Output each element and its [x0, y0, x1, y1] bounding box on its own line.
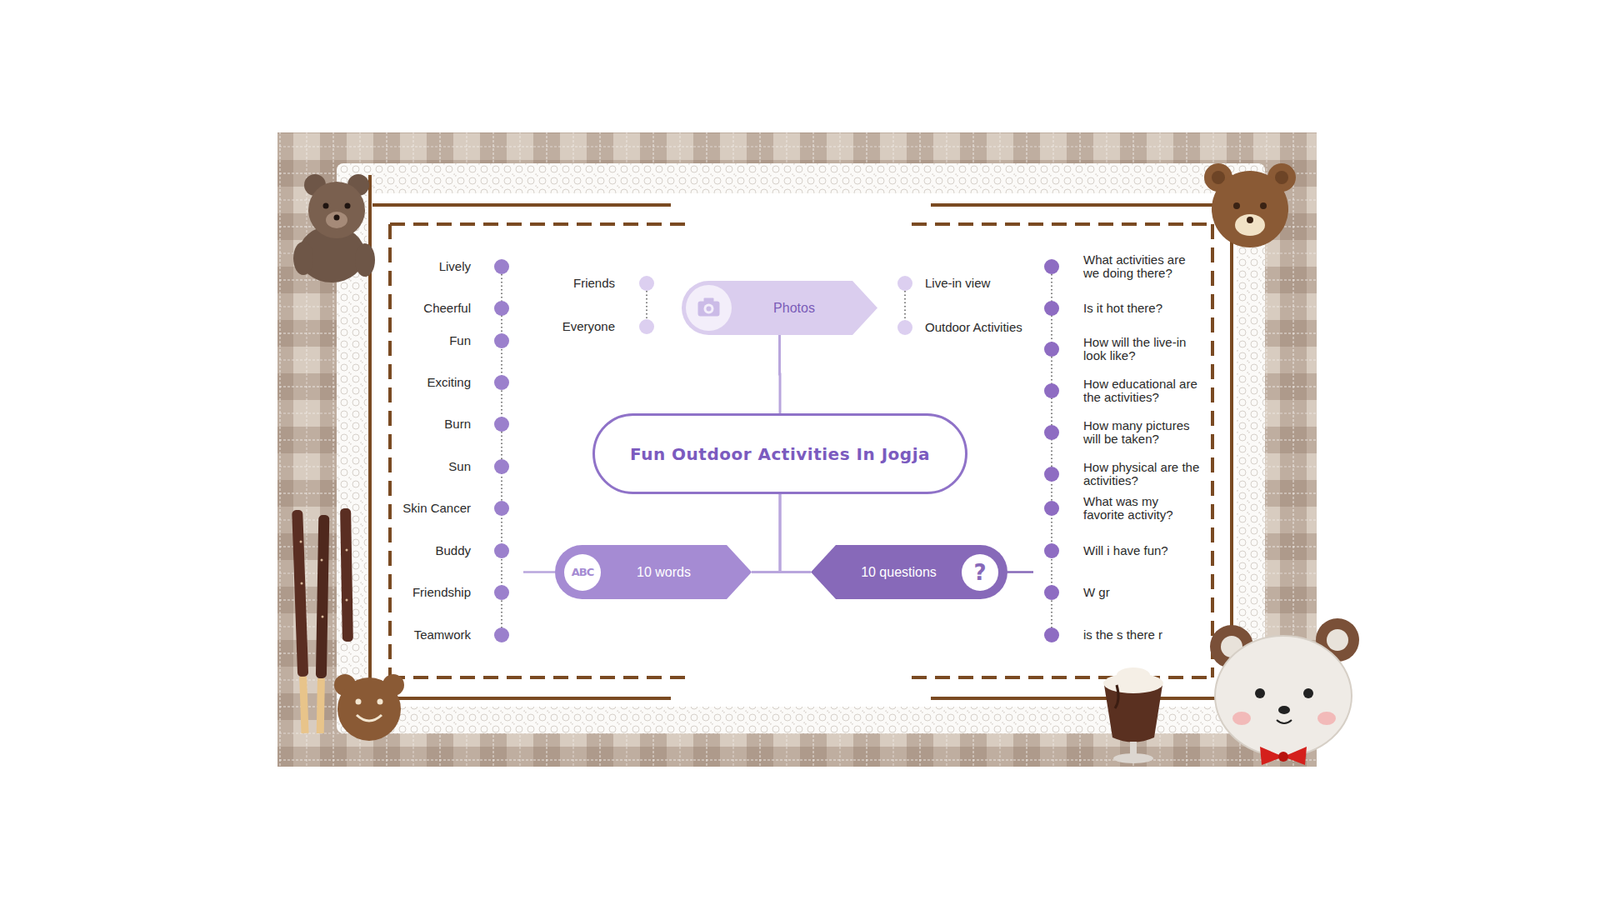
leader-line	[1007, 570, 1034, 574]
bullet-dot	[494, 259, 510, 275]
question-label: How educational are the activities?	[1083, 377, 1202, 405]
dotted-guide	[500, 266, 503, 635]
bullet-dot	[494, 500, 510, 516]
white-bear	[1210, 618, 1360, 765]
bullet-dot	[1044, 627, 1060, 643]
bullet-dot	[1044, 500, 1060, 516]
dashed-frame	[390, 224, 1213, 678]
keyword-label: Skin Cancer	[402, 501, 471, 515]
question-label: How physical are the activities?	[1083, 460, 1202, 488]
question-label: What was my favorite activity?	[1083, 495, 1202, 522]
question-label: What activities are we doing there?	[1083, 253, 1202, 280]
keyword-label: Sun	[448, 460, 471, 474]
bullet-dot	[1044, 259, 1060, 275]
node-text: 10 questions	[860, 565, 937, 580]
bullet-dot	[1044, 585, 1060, 600]
photo-topic-label: Outdoor Activities	[925, 320, 1042, 335]
bullet-dot	[494, 375, 510, 390]
bullet-dot	[1044, 543, 1060, 559]
central-topic: Fun Outdoor Activities In Jogja	[592, 413, 968, 495]
bullet-dot	[494, 416, 510, 432]
bullet-dot	[1044, 300, 1060, 316]
bullet-dot	[639, 275, 655, 291]
photo-subject-label: Everyone	[562, 320, 615, 334]
plaid-ground	[277, 132, 1317, 767]
bullet-dot	[1044, 341, 1060, 357]
bullet-dot	[1044, 466, 1060, 482]
keyword-label: Friendship	[412, 585, 471, 600]
bullet-dot	[494, 627, 510, 643]
chocolate-cup	[1103, 667, 1164, 764]
keyword-label: Fun	[449, 334, 471, 348]
bear-cookie	[1204, 163, 1296, 248]
bullet-dot	[1044, 425, 1060, 440]
branch-connector	[751, 494, 780, 573]
photos-branch: Photos	[681, 280, 878, 335]
node-text: 10 words	[636, 565, 691, 580]
leader-line	[523, 570, 555, 574]
bullet-dot	[897, 275, 913, 291]
question-label: Will i have fun?	[1083, 544, 1202, 558]
question-label: How many pictures will be taken?	[1083, 419, 1202, 446]
bear-cookie-small	[334, 674, 405, 741]
bullet-dot	[494, 585, 510, 600]
branch-connector	[780, 494, 811, 573]
keyword-label: Burn	[444, 417, 471, 431]
question-label: Is it hot there?	[1083, 301, 1202, 315]
node-text: Fun Outdoor Activities In Jogja	[630, 444, 930, 465]
bullet-dot	[494, 459, 510, 475]
bullet-dot	[494, 543, 510, 559]
branch-connector	[778, 335, 782, 414]
questions-branch: 10 questions?	[810, 545, 1008, 600]
solid-frame	[370, 175, 1232, 709]
node-text: Photos	[773, 300, 815, 316]
photo-subject-label: Friends	[573, 276, 615, 290]
icon-text: ?	[961, 554, 999, 591]
keyword-label: Exciting	[426, 375, 471, 390]
keyword-label: Cheerful	[423, 301, 471, 315]
words-branch: ABC 10 words	[555, 545, 752, 600]
bullet-dot	[639, 319, 655, 335]
keyword-label: Teamwork	[414, 628, 471, 642]
dotted-guide	[1050, 266, 1053, 635]
bullet-dot	[494, 300, 510, 316]
white-panel	[366, 193, 1237, 707]
keyword-label: Buddy	[435, 544, 471, 558]
question-label: How will the live-in look like?	[1083, 335, 1202, 363]
bullet-dot	[897, 320, 913, 335]
bullet-dot	[1044, 383, 1060, 399]
teddy-bear	[293, 174, 375, 283]
bullet-dot	[494, 333, 510, 349]
question-label: W gr	[1083, 585, 1202, 600]
photo-topic-label: Live-in view	[925, 276, 1042, 290]
lace-border	[336, 163, 1265, 734]
question-label: is the s there r	[1083, 628, 1202, 642]
keyword-label: Lively	[439, 260, 471, 274]
icon-text: ABC	[564, 554, 601, 591]
